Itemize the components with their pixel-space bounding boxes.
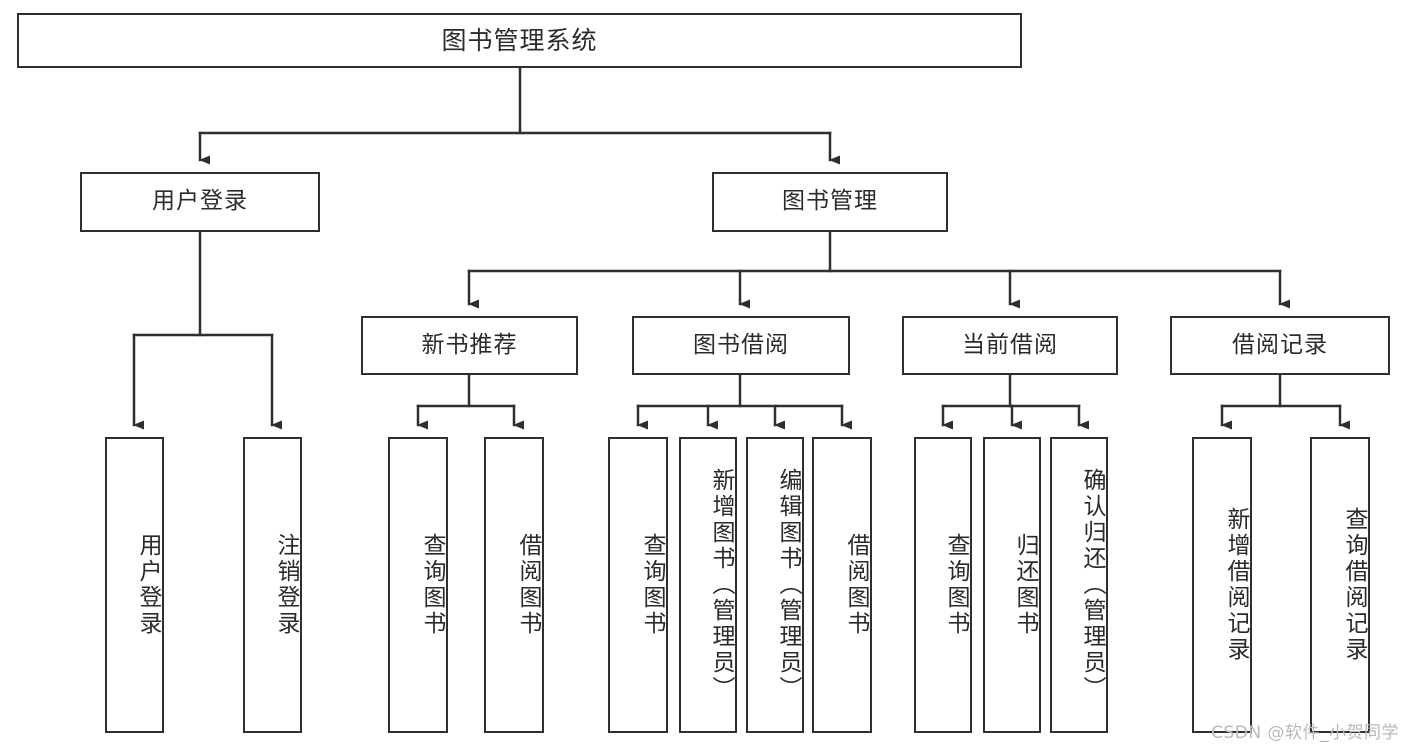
node-leaf-query-borrow-record-label: 查询借阅记录 [1341, 507, 1367, 663]
node-new-book-recommend[interactable]: 新书推荐 [361, 316, 578, 375]
node-book-borrow-label: 图书借阅 [693, 331, 789, 358]
node-leaf-query-borrow-record[interactable]: 查询借阅记录 [1310, 437, 1370, 733]
node-current-borrow-label: 当前借阅 [962, 331, 1058, 358]
node-leaf-recommend-borrow-book[interactable]: 借阅图书 [484, 437, 544, 733]
node-leaf-current-query-book-label: 查询图书 [943, 533, 969, 637]
node-leaf-recommend-query-book-label: 查询图书 [419, 533, 445, 637]
node-leaf-borrow-query-book[interactable]: 查询图书 [608, 437, 668, 733]
node-leaf-add-book-admin[interactable]: 新增图书（管理员） [679, 437, 737, 733]
node-root-system[interactable]: 图书管理系统 [17, 13, 1022, 68]
node-leaf-current-query-book[interactable]: 查询图书 [914, 437, 972, 733]
node-leaf-add-borrow-record-label: 新增借阅记录 [1223, 507, 1249, 663]
node-book-manage[interactable]: 图书管理 [712, 172, 948, 232]
node-leaf-add-book-admin-label: 新增图书（管理员） [708, 468, 734, 702]
node-leaf-add-borrow-record[interactable]: 新增借阅记录 [1192, 437, 1252, 733]
node-leaf-borrow-book-label: 借阅图书 [843, 533, 869, 637]
node-leaf-return-book-label: 归还图书 [1012, 533, 1038, 637]
node-user-login-label: 用户登录 [152, 188, 248, 215]
node-book-manage-label: 图书管理 [782, 188, 878, 215]
node-leaf-recommend-borrow-book-label: 借阅图书 [515, 533, 541, 637]
node-borrow-record[interactable]: 借阅记录 [1170, 316, 1390, 375]
node-leaf-user-login[interactable]: 用户登录 [105, 437, 164, 733]
node-leaf-borrow-query-book-label: 查询图书 [639, 533, 665, 637]
node-leaf-confirm-return-admin-label: 确认归还（管理员） [1079, 468, 1105, 702]
node-user-login[interactable]: 用户登录 [80, 172, 320, 232]
node-book-borrow[interactable]: 图书借阅 [632, 316, 850, 375]
node-leaf-recommend-query-book[interactable]: 查询图书 [388, 437, 448, 733]
node-current-borrow[interactable]: 当前借阅 [902, 316, 1118, 375]
node-leaf-confirm-return-admin[interactable]: 确认归还（管理员） [1050, 437, 1108, 733]
node-leaf-edit-book-admin[interactable]: 编辑图书（管理员） [746, 437, 804, 733]
node-root-label: 图书管理系统 [441, 25, 598, 55]
node-new-book-recommend-label: 新书推荐 [421, 331, 518, 358]
node-leaf-user-logout[interactable]: 注销登录 [243, 437, 302, 733]
node-leaf-edit-book-admin-label: 编辑图书（管理员） [775, 468, 801, 702]
node-leaf-user-logout-label: 注销登录 [273, 533, 299, 637]
node-leaf-user-login-label: 用户登录 [135, 533, 161, 637]
node-borrow-record-label: 借阅记录 [1232, 331, 1328, 358]
node-leaf-borrow-book[interactable]: 借阅图书 [812, 437, 872, 733]
node-leaf-return-book[interactable]: 归还图书 [983, 437, 1041, 733]
